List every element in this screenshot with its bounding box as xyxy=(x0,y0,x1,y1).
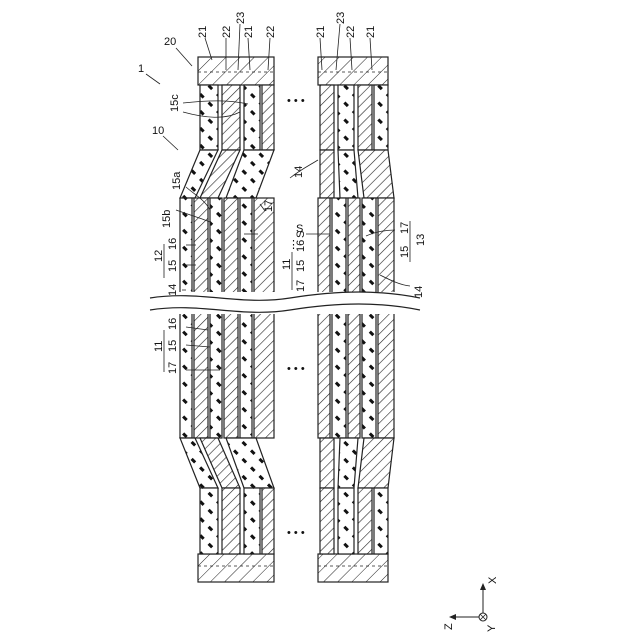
label-15a: 15a xyxy=(171,171,183,190)
lower-connector-right xyxy=(320,488,388,554)
axis-x-label: X xyxy=(487,576,499,584)
label-11-c: 11 xyxy=(281,259,293,270)
label-22-c: 22 xyxy=(345,26,357,38)
label-21-a: 21 xyxy=(197,26,209,38)
break-line xyxy=(150,292,420,314)
main-body-left xyxy=(180,198,274,438)
top-band xyxy=(198,57,388,85)
label-15c: 15c xyxy=(169,94,181,112)
label-12: 12 xyxy=(153,250,165,262)
label-21-d: 21 xyxy=(365,26,377,38)
label-1: 1 xyxy=(138,63,144,75)
label-15-right: 15 xyxy=(399,246,411,258)
arrow-1 xyxy=(146,74,160,84)
lower-connector-left xyxy=(200,488,274,554)
label-15-a: 15 xyxy=(167,260,179,272)
label-16-a: 16 xyxy=(167,238,179,250)
axis-indicator: X Z Y xyxy=(443,576,499,632)
label-10: 10 xyxy=(152,125,164,137)
label-14-left: 14 xyxy=(167,284,179,296)
upper-bend xyxy=(180,150,394,198)
arrow-10 xyxy=(163,136,178,150)
label-17-c: 17 xyxy=(295,280,307,292)
upper-connector-right xyxy=(320,85,388,150)
arrow-20 xyxy=(176,48,192,66)
label-15b: 15b xyxy=(161,210,173,228)
label-15-b: 15 xyxy=(167,340,179,352)
label-17-top: 17 xyxy=(263,200,275,212)
bottom-band xyxy=(198,554,388,582)
label-21-b: 21 xyxy=(243,26,255,38)
label-17-b: 17 xyxy=(167,362,179,374)
label-13: 13 xyxy=(415,234,427,246)
label-17-right: 17 xyxy=(399,222,411,234)
ellipsis-top: • • • xyxy=(287,95,305,107)
label-20: 20 xyxy=(164,36,176,48)
axis-z-label: Z xyxy=(443,623,455,630)
label-15-c: 15 xyxy=(295,260,307,272)
label-23-b: 23 xyxy=(335,12,347,24)
label-22-a: 22 xyxy=(221,26,233,38)
ellipsis-middle: • • • xyxy=(287,363,305,375)
label-14-right: 14 xyxy=(413,286,425,298)
label-23-a: 23 xyxy=(235,12,247,24)
vert-dots: ⋮ xyxy=(288,239,299,251)
label-22-b: 22 xyxy=(265,26,277,38)
axis-y-label: Y xyxy=(486,624,498,632)
label-S-upper: S xyxy=(296,223,303,235)
upper-connector-left xyxy=(200,85,274,150)
label-16-b: 16 xyxy=(167,318,179,330)
ellipsis-bottom: • • • xyxy=(287,527,305,539)
lower-bend xyxy=(180,438,394,488)
label-21-c: 21 xyxy=(315,26,327,38)
label-14-top: 14 xyxy=(293,166,305,178)
label-11-b: 11 xyxy=(153,341,165,352)
